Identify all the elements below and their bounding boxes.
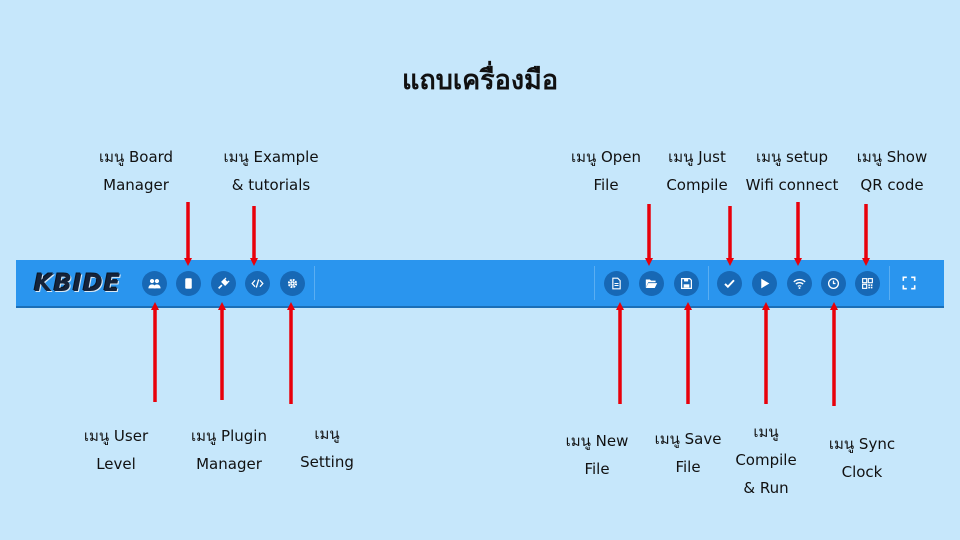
sync-clock-button[interactable] (821, 271, 846, 296)
board-manager-button[interactable] (176, 271, 201, 296)
fullscreen-button[interactable] (899, 273, 919, 293)
toolbar-divider (594, 266, 595, 300)
floppy-icon (681, 278, 692, 289)
users-icon (148, 278, 161, 289)
label-setting: เมนูSetting (300, 425, 354, 471)
gear-icon (287, 278, 298, 289)
label-compile-run: เมนูCompile& Run (735, 423, 797, 497)
new-file-button[interactable] (604, 271, 629, 296)
kbide-toolbar: KBIDE (16, 260, 944, 308)
compile-run-button[interactable] (752, 271, 777, 296)
plugin-manager-button[interactable] (211, 271, 236, 296)
wifi-setup-button[interactable] (787, 271, 812, 296)
board-icon (185, 278, 192, 289)
compile-button[interactable] (717, 271, 742, 296)
code-icon (251, 279, 264, 288)
kbide-logo: KBIDE (34, 269, 122, 297)
label-example: เมนู Example& tutorials (223, 148, 319, 194)
plug-icon (218, 277, 230, 289)
folder-open-icon (645, 279, 658, 288)
clock-icon (827, 277, 840, 290)
setting-button[interactable] (280, 271, 305, 296)
page-title: แถบเครื่องมือ (401, 65, 559, 96)
user-level-button[interactable] (142, 271, 167, 296)
play-icon (761, 278, 770, 289)
wifi-icon (793, 278, 806, 290)
qr-code-button[interactable] (855, 271, 880, 296)
save-file-button[interactable] (674, 271, 699, 296)
toolbar-divider (889, 266, 890, 300)
fullscreen-icon (902, 276, 916, 290)
example-tutorials-button[interactable] (245, 271, 270, 296)
qr-icon (862, 278, 873, 289)
file-icon (612, 277, 621, 290)
open-file-button[interactable] (639, 271, 664, 296)
toolbar-divider (708, 266, 709, 300)
toolbar-divider (314, 266, 315, 300)
check-icon (724, 279, 735, 289)
